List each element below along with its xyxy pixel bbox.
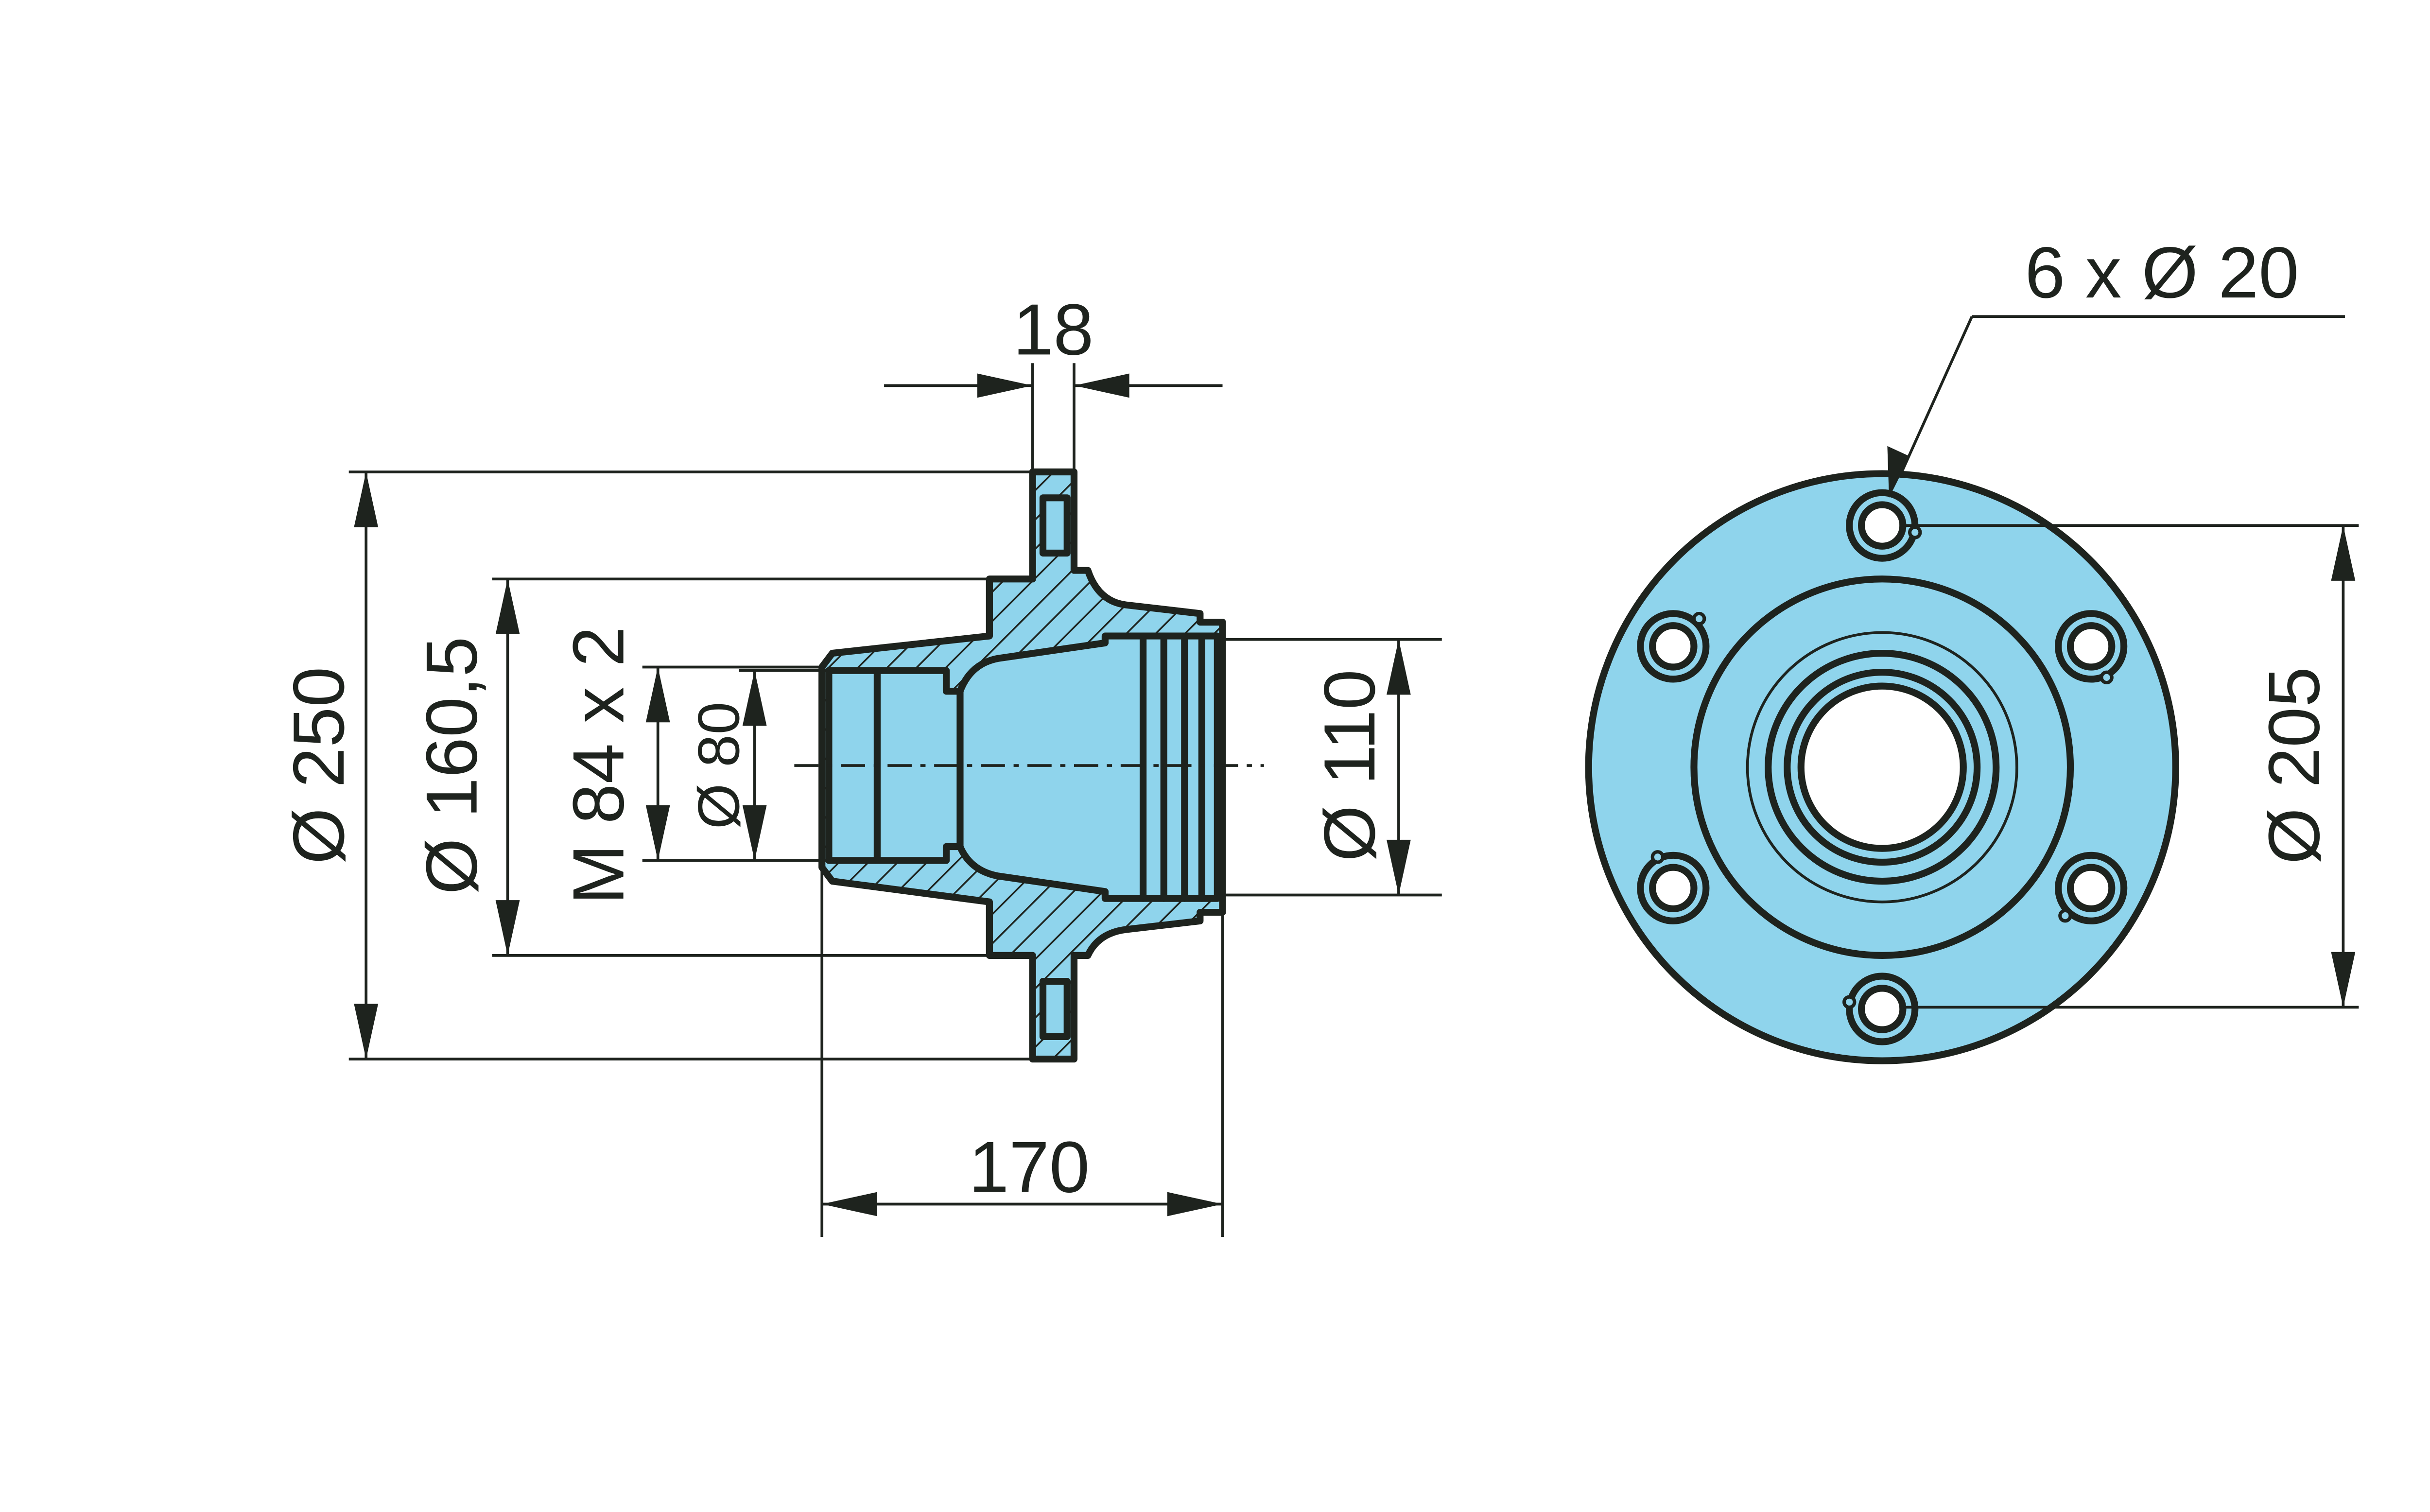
dimension-bore: Ø 80 [686, 669, 829, 862]
leader-bolt-holes: 6 x Ø 20 [1887, 232, 2345, 498]
dim-label-205: Ø 205 [2254, 667, 2335, 864]
bore-ring-mid [1784, 669, 1981, 866]
dim-label-160-5: Ø 160,5 [411, 637, 492, 895]
bolt-hole [2055, 610, 2128, 685]
dim-label-80: Ø 80 [686, 702, 752, 829]
flange-bolt-holes [1039, 494, 1071, 1040]
seal-ring-thin [1746, 631, 2018, 904]
bolt-hole [1842, 973, 1919, 1045]
hub-bore [825, 632, 1221, 902]
dimension-outer-diameter: Ø 250 [278, 470, 1033, 1060]
dimension-spigot: Ø 110 [1222, 638, 1442, 897]
dimension-length: 170 [820, 864, 1224, 1237]
pilot-ring [1690, 575, 2074, 959]
side-view-section [794, 468, 1264, 1063]
dim-label-250: Ø 250 [278, 667, 359, 864]
center-bore [1797, 682, 1967, 852]
dim-label-18: 18 [1013, 289, 1094, 370]
dim-label-holes: 6 x Ø 20 [2025, 232, 2299, 313]
bolt-hole [1637, 850, 1710, 924]
dimension-pilot-diameter: Ø 160,5 [411, 577, 989, 957]
dimension-flange-thickness: 18 [884, 289, 1223, 472]
dim-label-m84: M 84 x 2 [558, 626, 639, 904]
front-view [1585, 470, 2179, 1064]
bolt-holes [1637, 489, 2128, 1045]
dimension-thread: M 84 x 2 [558, 626, 822, 904]
bolt-hole [2055, 852, 2128, 924]
bore-ring-outer [1765, 649, 2000, 885]
bolt-hole [1637, 610, 1710, 683]
dimension-bolt-circle: Ø 205 [1899, 524, 2359, 1009]
dim-label-170: 170 [969, 1127, 1090, 1208]
dim-label-110: Ø 110 [1309, 669, 1390, 861]
